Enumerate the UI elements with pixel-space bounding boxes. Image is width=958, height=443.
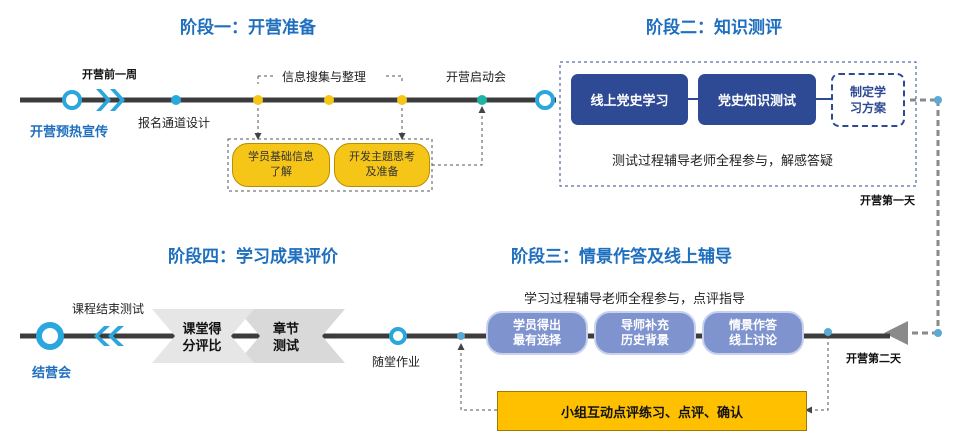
study-plan-line1: 制定学 xyxy=(849,85,886,99)
chapter-test-line2: 测试 xyxy=(272,338,299,353)
homework-label: 随堂作业 xyxy=(372,355,421,369)
study-plan-box: 制定学习方案 xyxy=(831,73,905,127)
closing-label: 结营会 xyxy=(32,365,72,380)
scenario-box: 情景作答线上讨论 xyxy=(702,311,804,355)
class-score-line1: 课堂得 xyxy=(182,321,222,336)
closing-node xyxy=(36,322,64,350)
info-collect-label: 信息搜集与整理 xyxy=(282,70,367,84)
mentor-box: 导师补充历史背景 xyxy=(594,311,696,355)
topic-dev-line1: 开发主题思考 xyxy=(349,151,415,163)
group-interact-bar: 小组互动点评练习、点评、确认 xyxy=(497,391,807,431)
enroll-design-label: 报名通道设计 xyxy=(138,116,211,130)
best-choice-line1: 学员得出 xyxy=(512,318,561,332)
class-score-line2: 分评比 xyxy=(182,338,222,353)
test-note: 测试过程辅导老师全程参与，解感答疑 xyxy=(612,153,834,168)
topic-dev-line2: 及准备 xyxy=(365,166,399,178)
chapter-test-label: 章节测试 xyxy=(266,320,306,354)
day-two-label: 开营第二天 xyxy=(846,353,901,365)
study-note: 学习过程辅导老师全程参与，点评指导 xyxy=(524,291,746,306)
day-one-label: 开营第一天 xyxy=(860,195,915,207)
best-choice-line2: 最有选择 xyxy=(512,333,561,347)
scenario-line1: 情景作答 xyxy=(728,318,777,332)
preheat-label: 开营预热宣传 xyxy=(30,124,109,139)
course-end-test-label: 课程结束测试 xyxy=(72,302,145,316)
student-info-line1: 学员基础信息 xyxy=(248,151,314,163)
stage4-title: 阶段四：学习成果评价 xyxy=(168,247,338,266)
opening-label: 开营启动会 xyxy=(446,70,507,84)
stage3-title: 阶段三：情景作答及线上辅导 xyxy=(511,247,732,266)
stage2-entry-node xyxy=(535,90,555,110)
chapter-test-chevron xyxy=(237,309,345,363)
mentor-line1: 导师补充 xyxy=(620,318,669,332)
topic-dev-box: 开发主题思考及准备 xyxy=(334,143,430,187)
preheat-node xyxy=(62,90,82,110)
chapter-test-line1: 章节 xyxy=(272,321,299,336)
mentor-line2: 历史背景 xyxy=(620,333,669,347)
best-choice-box: 学员得出最有选择 xyxy=(486,311,588,355)
class-score-chevron xyxy=(152,309,254,363)
history-test-box: 党史知识测试 xyxy=(698,74,816,125)
scenario-line2: 线上讨论 xyxy=(728,333,777,347)
stage1-title: 阶段一：开营准备 xyxy=(180,18,316,37)
stage2-title: 阶段二：知识测评 xyxy=(646,18,782,37)
student-info-box: 学员基础信息了解 xyxy=(232,143,330,187)
student-info-line2: 了解 xyxy=(270,166,292,178)
study-plan-line2: 习方案 xyxy=(849,101,886,115)
week-before-label: 开营前一周 xyxy=(82,69,137,81)
class-score-label: 课堂得分评比 xyxy=(178,320,226,354)
online-history-box: 线上党史学习 xyxy=(571,74,688,125)
